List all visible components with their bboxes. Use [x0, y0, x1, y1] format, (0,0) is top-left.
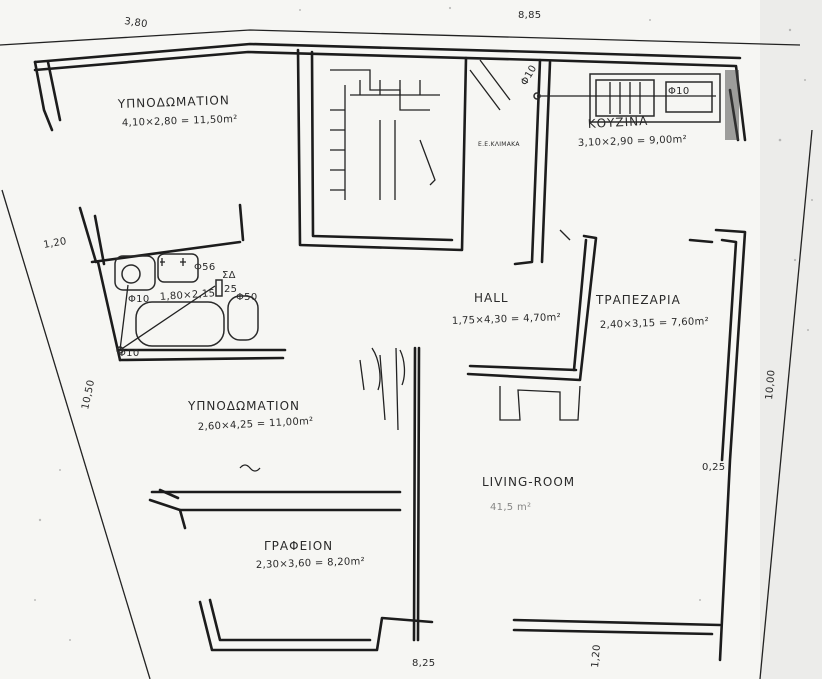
annotation-bath-small: 25 [224, 284, 237, 295]
room-area-kitchen: 3,10×2,90 = 9,00m² [578, 134, 687, 149]
room-area-office: 2,30×3,60 = 8,20m² [256, 556, 365, 571]
annotation-stair-note: Ε.Ε.ΚΛΙΜΑΚΑ [478, 141, 520, 148]
annotation-phi-kitchen-sink: Φ10 [668, 86, 690, 97]
staircase [330, 59, 511, 200]
interior-walls [78, 48, 598, 642]
dimension-top-left: 3,80 [124, 16, 149, 30]
room-label-hall: HALL [474, 291, 509, 305]
room-label-bedroom-mid: ΥΠΝΟΔΩΜΑΤΙΟΝ [187, 399, 300, 413]
kitchen-counter [533, 70, 739, 140]
dimension-bottom: 8,25 [412, 658, 435, 669]
dimension-left-upper: 1,20 [43, 236, 68, 251]
annotation-phi-kitchen: Φ10 [519, 63, 539, 87]
dimension-right-small: 0,25 [702, 462, 725, 473]
annotation-phi-bath-3: Φ56 [194, 262, 216, 273]
annotation-phi-bath-1: Φ10 [128, 294, 150, 305]
dimension-left-side: 10,50 [80, 379, 97, 411]
room-label-kitchen: ΚΟΥΖΙΝΑ [587, 114, 648, 131]
room-area-dining: 2,40×3,15 = 7,60m² [600, 316, 709, 331]
room-area-bedroom-top: 4,10×2,80 = 11,50m² [122, 114, 238, 129]
door-swings [239, 229, 571, 472]
site-boundary [0, 29, 813, 679]
room-label-living: LIVING-ROOM [482, 475, 575, 489]
bathroom-fixtures [114, 253, 259, 354]
room-area-bathroom: 1,80×2,15 [159, 288, 215, 303]
room-label-dining: ΤΡΑΠΕΖΑΡΙΑ [595, 293, 681, 307]
dimension-top-right: 8,85 [518, 10, 541, 21]
room-area-living: 41,5 m² [490, 502, 531, 513]
room-area-hall: 1,75×4,30 = 4,70m² [452, 312, 561, 327]
dimension-right-side: 10,00 [764, 369, 778, 400]
dimension-bottom-right: 1,20 [590, 644, 603, 668]
room-area-bedroom-mid: 2,60×4,25 = 11,00m² [198, 416, 314, 433]
annotation-phi-bath-2: Φ10 [118, 348, 140, 359]
annotation-sd: ΣΔ [222, 270, 236, 281]
room-label-office: ΓΡΑΦΕΙΟΝ [264, 539, 333, 553]
annotation-bath-small-2: Φ50 [236, 292, 258, 303]
room-label-bedroom-top: ΥΠΝΟΔΩΜΑΤΙΟΝ [117, 93, 230, 111]
